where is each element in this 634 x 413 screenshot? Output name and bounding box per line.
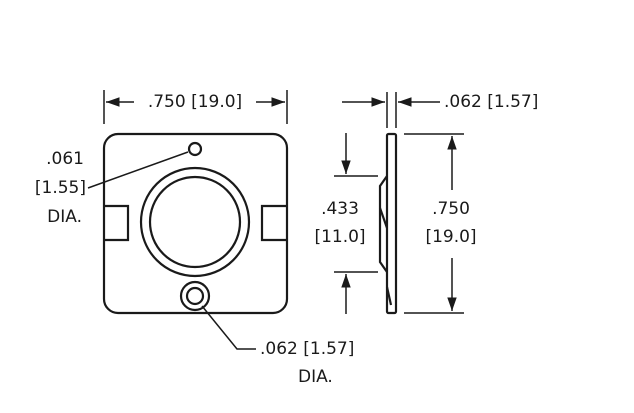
- side-boss-edge: [378, 207, 389, 229]
- large-hole-dia-value: .062 [1.57]: [260, 339, 355, 359]
- inner-height-mm: [11.0]: [314, 227, 366, 247]
- left-notch: [104, 204, 130, 242]
- large-hole-outer: [179, 280, 211, 312]
- side-stud: [385, 286, 393, 306]
- center-boss-outer: [139, 166, 251, 278]
- center-boss-inner: [148, 175, 242, 269]
- small-hole-leader: [87, 151, 189, 189]
- small-hole-dia-mm: [1.55]: [34, 178, 86, 198]
- plate-outline: [102, 132, 289, 315]
- front-width-label: .750 [19.0]: [147, 92, 243, 112]
- front-view: [102, 132, 289, 315]
- total-height-inch: .750: [432, 199, 470, 219]
- small-hole: [187, 141, 203, 157]
- right-notch: [260, 204, 287, 242]
- inner-height-inch: .433: [321, 199, 359, 219]
- small-hole-dia-inch: .061: [46, 149, 84, 169]
- side-thickness-label: .062 [1.57]: [444, 92, 539, 112]
- large-hole-leader: [201, 305, 256, 350]
- large-hole-inner: [185, 286, 205, 306]
- total-height-mm: [19.0]: [425, 227, 477, 247]
- large-hole-dia-suffix: DIA.: [298, 367, 333, 387]
- side-plate: [385, 132, 398, 315]
- small-hole-dia-suffix: DIA.: [47, 207, 82, 227]
- side-boss-profile: [378, 175, 388, 273]
- side-view: [378, 132, 398, 315]
